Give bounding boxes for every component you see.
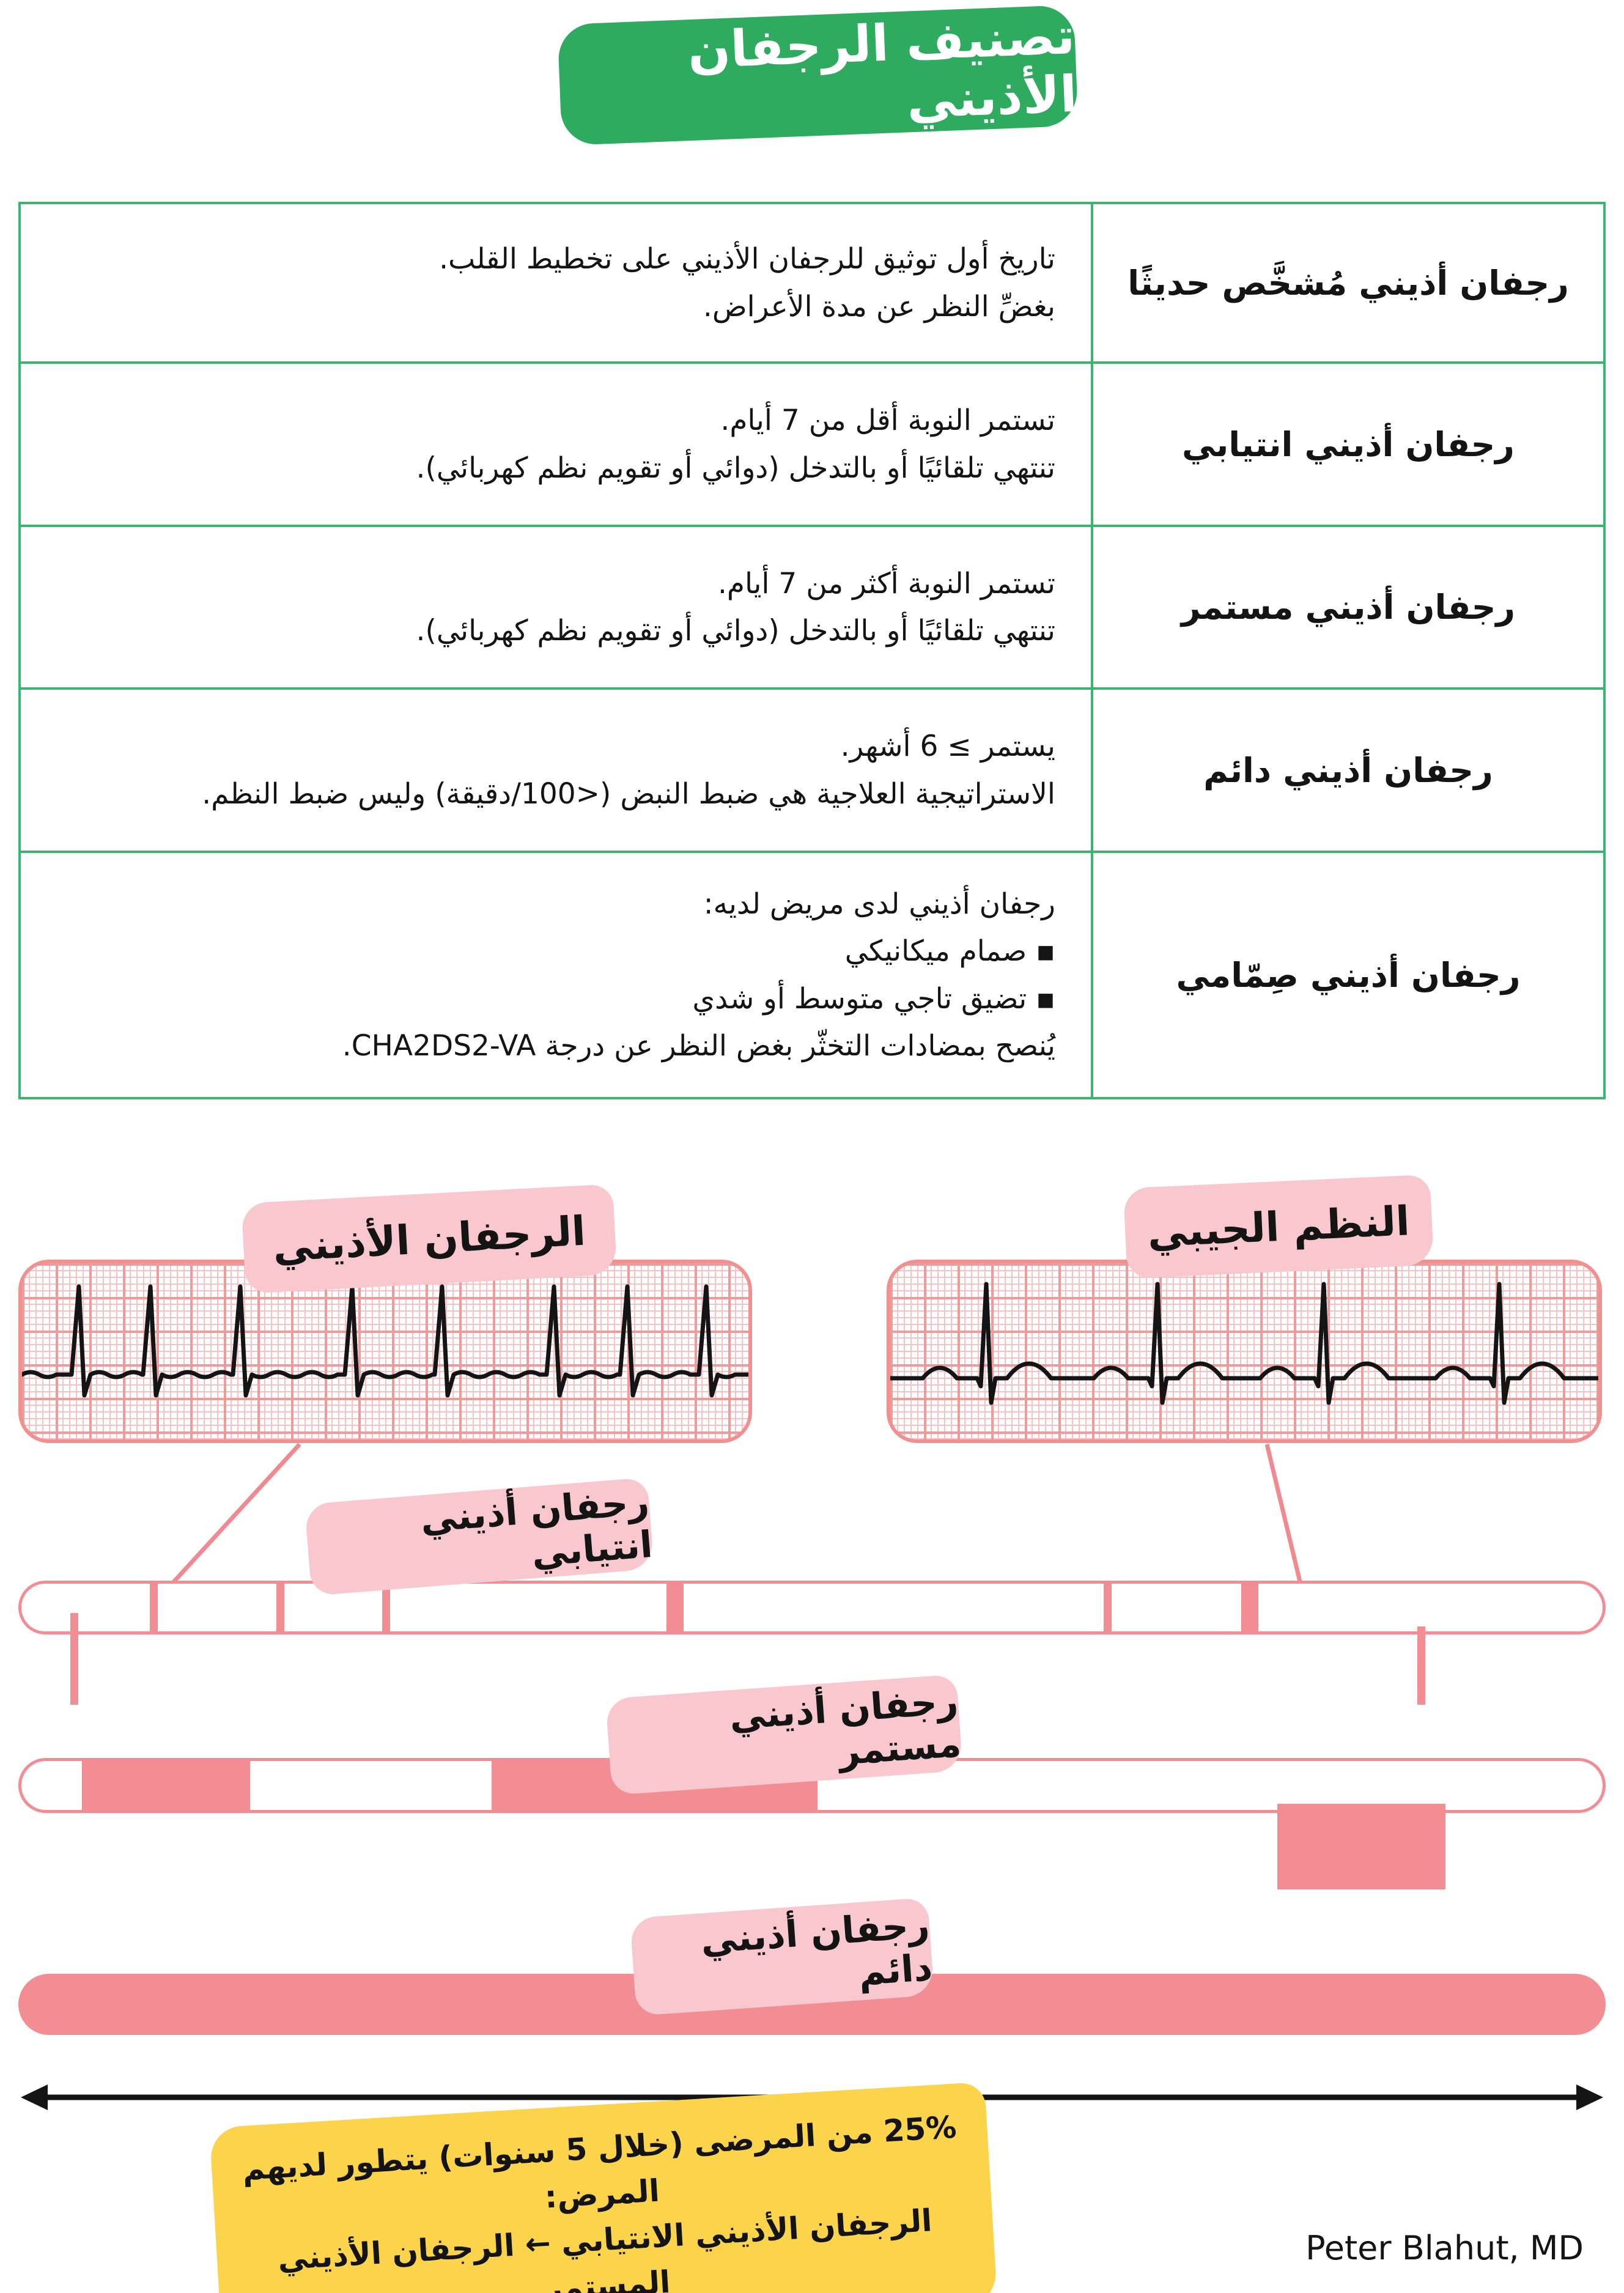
description-line: يستمر ≥ 6 أشهر. <box>840 729 1055 764</box>
axis-arrowhead-left <box>21 2084 48 2110</box>
label-sinus-rhythm: النظم الجيبي <box>1123 1174 1434 1279</box>
description-line: تستمر النوبة أكثر من 7 أيام. <box>717 566 1055 600</box>
description-line: رجفان أذيني لدى مريض لديه: <box>703 887 1055 921</box>
row-description: يستمر ≥ 6 أشهر. الاستراتيجية العلاجية هي… <box>21 690 1091 851</box>
paroxysmal-wrap <box>18 1581 1606 1709</box>
persistent-bar <box>18 1758 1606 1813</box>
af-episode-tick <box>70 1613 78 1705</box>
row-term: رجفان أذيني انتيابي <box>1091 364 1603 525</box>
classification-table: تاريخ أول توثيق للرجفان الأذيني على تخطي… <box>18 202 1606 1099</box>
description-line: ▪ صمام ميكانيكي <box>844 934 1055 969</box>
af-episode-stripe <box>150 1584 158 1631</box>
row-description: تاريخ أول توثيق للرجفان الأذيني على تخطي… <box>21 204 1091 361</box>
row-description: تستمر النوبة أكثر من 7 أيام. تنتهي تلقائ… <box>21 527 1091 687</box>
row-term: رجفان أذيني دائم <box>1091 690 1603 851</box>
description-line: ▪ تضيق تاجي متوسط أو شدي <box>692 981 1055 1016</box>
af-episode-stripe <box>666 1584 684 1631</box>
table-row: تستمر النوبة أكثر من 7 أيام. تنتهي تلقائ… <box>21 527 1603 690</box>
ecg-strip-sinus <box>887 1260 1602 1443</box>
description-line: تنتهي تلقائيًا أو بالتدخل (دوائي أو تقوي… <box>416 451 1055 485</box>
sinus-wave <box>890 1282 1598 1405</box>
row-term: رجفان أذيني مستمر <box>1091 527 1603 687</box>
page-title: تصنيف الرجفان الأذيني <box>686 7 1079 130</box>
table-row: تاريخ أول توثيق للرجفان الأذيني على تخطي… <box>21 204 1603 364</box>
table-row: رجفان أذيني لدى مريض لديه: ▪ صمام ميكاني… <box>21 853 1603 1097</box>
af-wave <box>22 1284 748 1398</box>
description-line: تستمر النوبة أقل من 7 أيام. <box>720 404 1055 438</box>
af-episode-stripe <box>382 1584 390 1631</box>
title-badge: تصنيف الرجفان الأذيني <box>557 4 1079 146</box>
ecg-af-trace <box>22 1284 748 1398</box>
table-row: تستمر النوبة أقل من 7 أيام. تنتهي تلقائي… <box>21 364 1603 527</box>
af-episode-tick <box>1417 1627 1425 1705</box>
description-line: بغضِّ النظر عن مدة الأعراض. <box>703 289 1055 323</box>
ecg-sinus-trace <box>890 1282 1598 1405</box>
row-term: رجفان أذيني صِمّامي <box>1091 853 1603 1097</box>
row-description: تستمر النوبة أقل من 7 أيام. تنتهي تلقائي… <box>21 364 1091 525</box>
label-permanent: رجفان أذيني دائم <box>630 1897 934 2016</box>
label-paroxysmal: رجفان أذيني انتيابي <box>304 1477 655 1596</box>
row-description: رجفان أذيني لدى مريض لديه: ▪ صمام ميكاني… <box>21 853 1091 1097</box>
table-row: يستمر ≥ 6 أشهر. الاستراتيجية العلاجية هي… <box>21 690 1603 853</box>
description-line: تنتهي تلقائيًا أو بالتدخل (دوائي أو تقوي… <box>416 614 1055 648</box>
af-episode-stripe <box>1104 1584 1112 1631</box>
af-episode-stripe <box>1241 1584 1258 1631</box>
af-episode-stripe <box>276 1584 284 1631</box>
author-credit: Peter Blahut, MD <box>1305 2229 1584 2267</box>
af-episode-hanging-block <box>1277 1804 1445 1889</box>
paroxysmal-bar <box>18 1581 1606 1634</box>
description-line: تاريخ أول توثيق للرجفان الأذيني على تخطي… <box>439 242 1055 276</box>
ecg-strip-af <box>18 1260 752 1443</box>
persistent-wrap <box>18 1758 1606 1892</box>
description-line: يُنصح بمضادات التخثّر بغض النظر عن درجة … <box>342 1028 1055 1063</box>
axis-arrowhead-right <box>1576 2084 1603 2110</box>
row-term: رجفان أذيني مُشخَّص حديثًا <box>1091 204 1603 361</box>
af-episode-block <box>82 1761 250 1810</box>
description-line: الاستراتيجية العلاجية هي ضبط النبض (<100… <box>202 777 1055 811</box>
af-connector-arrow <box>152 1442 301 1606</box>
